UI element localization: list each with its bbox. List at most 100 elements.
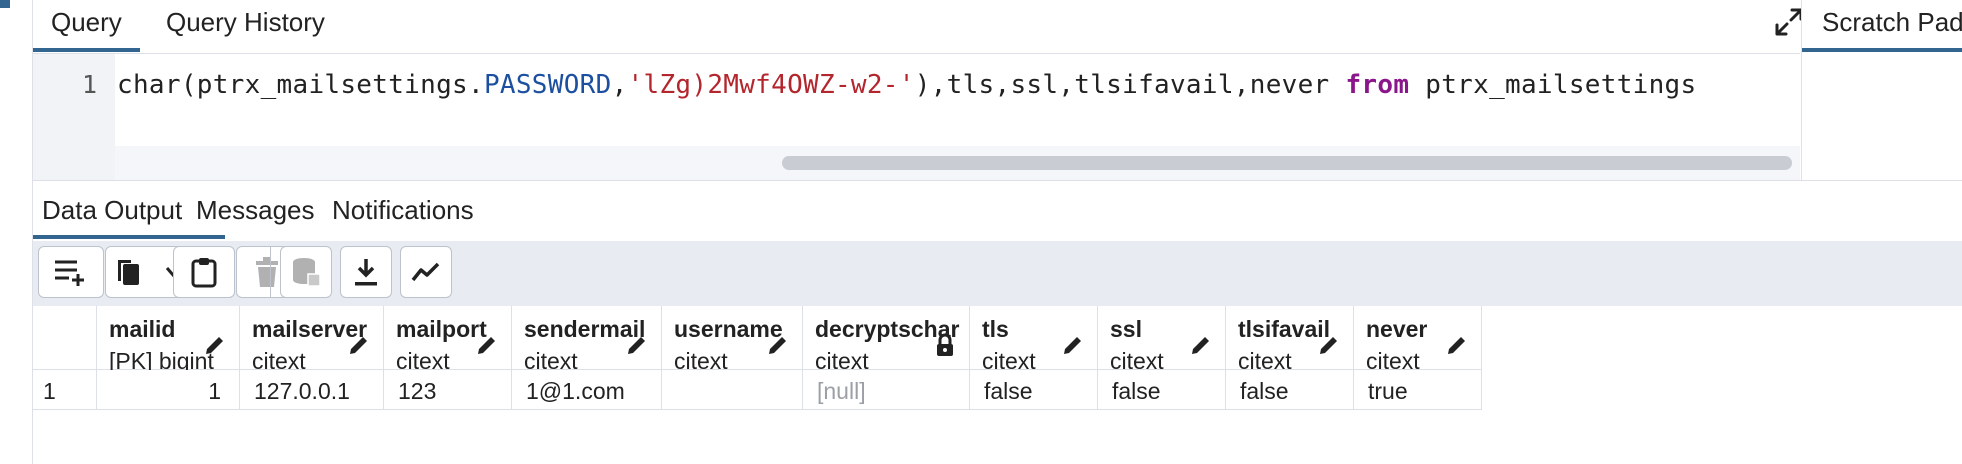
- pencil-icon: [766, 333, 790, 357]
- column-type: citext: [1238, 348, 1292, 374]
- left-accent-marker: [0, 0, 10, 8]
- pencil-icon: [1317, 333, 1341, 357]
- cell-value: true: [1368, 378, 1408, 404]
- download-icon: [355, 259, 377, 286]
- column-header-ssl[interactable]: ssl citext: [1098, 306, 1226, 374]
- column-header-mailserver[interactable]: mailserver citext: [240, 306, 384, 374]
- column-name: decryptschar: [815, 316, 960, 342]
- table-cell-username[interactable]: [662, 370, 803, 410]
- corner-header-cell[interactable]: [33, 306, 97, 370]
- column-header-tlsifavail[interactable]: tlsifavail citext: [1226, 306, 1354, 374]
- paste-button[interactable]: [173, 246, 235, 298]
- table-cell-never[interactable]: true: [1354, 370, 1482, 410]
- column-type: [PK] bigint: [109, 348, 214, 374]
- horizontal-scrollbar[interactable]: [115, 152, 1797, 174]
- graph-visualiser-button[interactable]: [400, 246, 452, 298]
- pencil-icon: [1445, 333, 1469, 357]
- delete-icon: [256, 257, 278, 287]
- code-token-plain: char(ptrx_mailsettings.: [117, 70, 484, 100]
- tab-query[interactable]: Query: [33, 0, 140, 52]
- column-type: citext: [1366, 348, 1420, 374]
- column-type: citext: [982, 348, 1036, 374]
- column-header-username[interactable]: username citext: [662, 306, 803, 374]
- column-name: mailid: [109, 316, 176, 342]
- column-type: citext: [396, 348, 450, 374]
- code-text: char(ptrx_mailsettings.PASSWORD,'lZg)2Mw…: [117, 70, 1696, 100]
- table-cell-mailid[interactable]: 1: [97, 370, 240, 410]
- save-data-button[interactable]: [280, 246, 332, 298]
- tab-scratch-pad[interactable]: Scratch Pad: [1822, 7, 1962, 37]
- table-cell-tls[interactable]: false: [970, 370, 1098, 410]
- row-number-cell[interactable]: 1: [33, 370, 97, 410]
- tab-messages[interactable]: Messages: [196, 195, 315, 225]
- table-cell-ssl[interactable]: false: [1098, 370, 1226, 410]
- column-header-decryptschar[interactable]: decryptschar citext: [803, 306, 970, 374]
- column-header-mailport[interactable]: mailport citext: [384, 306, 512, 374]
- code-token-plain: ),tls,ssl,tlsifavail,never: [914, 70, 1346, 100]
- column-name: mailport: [396, 316, 487, 342]
- cell-value: false: [1240, 378, 1289, 404]
- code-token-column: PASSWORD: [483, 70, 612, 100]
- data-toolbar: [33, 241, 1962, 306]
- cell-value: 1@1.com: [526, 378, 625, 404]
- column-name: username: [674, 316, 783, 342]
- download-button[interactable]: [340, 246, 392, 298]
- cell-value: 127.0.0.1: [254, 378, 350, 404]
- line-gutter: 1: [33, 54, 115, 180]
- code-token-plain: ,: [611, 70, 628, 100]
- add-row-icon: [55, 260, 84, 286]
- row-number: 1: [43, 378, 56, 404]
- cell-value: false: [984, 378, 1033, 404]
- pencil-icon: [475, 333, 499, 357]
- graph-icon: [411, 262, 440, 282]
- scrollbar-thumb[interactable]: [782, 156, 1792, 170]
- column-header-mailid[interactable]: mailid [PK] bigint: [97, 306, 240, 374]
- line-number: 1: [81, 70, 97, 99]
- pencil-icon: [1189, 333, 1213, 357]
- column-type: citext: [1110, 348, 1164, 374]
- column-header-tls[interactable]: tls citext: [970, 306, 1098, 374]
- table-cell-tlsifavail[interactable]: false: [1226, 370, 1354, 410]
- column-name: never: [1366, 316, 1428, 342]
- cell-value: [null]: [817, 378, 866, 404]
- pencil-icon: [347, 333, 371, 357]
- add-row-button[interactable]: [38, 246, 104, 298]
- column-name: tlsifavail: [1238, 316, 1331, 342]
- column-type: citext: [815, 348, 869, 374]
- tab-data-output[interactable]: Data Output: [42, 195, 183, 225]
- pencil-icon: [203, 333, 227, 357]
- code-area[interactable]: char(ptrx_mailsettings.PASSWORD,'lZg)2Mw…: [115, 54, 1800, 180]
- cell-value: 1: [208, 378, 221, 404]
- scratch-tab-underline: [1802, 48, 1962, 52]
- sql-editor[interactable]: 1 char(ptrx_mailsettings.PASSWORD,'lZg)2…: [33, 53, 1800, 180]
- pencil-icon: [625, 333, 649, 357]
- column-name: sendermail: [524, 316, 646, 342]
- column-type: citext: [674, 348, 728, 374]
- tab-notifications[interactable]: Notifications: [332, 195, 474, 225]
- save-data-icon: [293, 258, 321, 287]
- toolbar-separator: [270, 246, 271, 298]
- pencil-icon: [1061, 333, 1085, 357]
- query-tabs: Query Query History: [33, 0, 1803, 52]
- scratch-pad[interactable]: Scratch Pad: [1801, 0, 1962, 180]
- table-cell-mailport[interactable]: 123: [384, 370, 512, 410]
- active-tab-underline: [33, 235, 225, 239]
- table-cell-decryptschar[interactable]: [null]: [803, 370, 970, 410]
- cell-value: false: [1112, 378, 1161, 404]
- code-line[interactable]: char(ptrx_mailsettings.PASSWORD,'lZg)2Mw…: [115, 54, 1797, 116]
- tab-query-history[interactable]: Query History: [166, 7, 325, 37]
- column-name: mailserver: [252, 316, 368, 342]
- table-cell-mailserver[interactable]: 127.0.0.1: [240, 370, 384, 410]
- table-cell-sendermail[interactable]: 1@1.com: [512, 370, 662, 410]
- code-token-string: 'lZg)2Mwf4OWZ-w2-': [627, 70, 915, 100]
- code-token-plain: ptrx_mailsettings: [1409, 70, 1697, 100]
- column-name: tls: [982, 316, 1009, 342]
- code-token-keyword: from: [1345, 70, 1410, 100]
- column-header-never[interactable]: never citext: [1354, 306, 1482, 374]
- paste-icon: [191, 258, 217, 288]
- output-tabs: Data Output Messages Notifications: [33, 180, 1962, 241]
- column-type: citext: [252, 348, 306, 374]
- column-name: ssl: [1110, 316, 1142, 342]
